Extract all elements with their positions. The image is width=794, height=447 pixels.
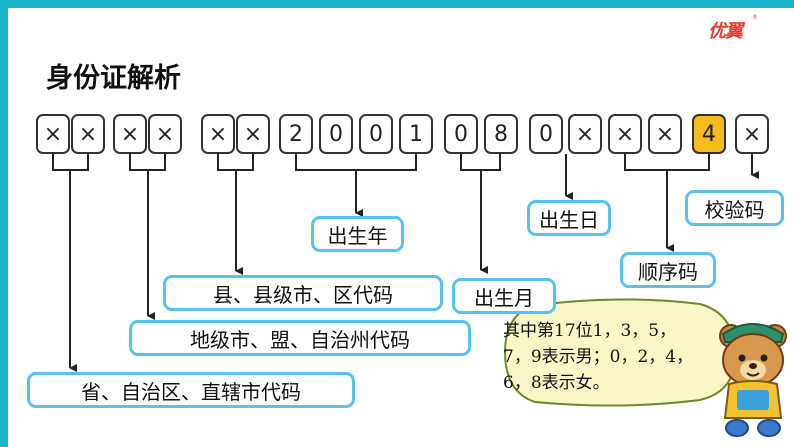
digit-box-5: × bbox=[201, 114, 235, 154]
left-theme-bar bbox=[0, 8, 8, 447]
label-city-code: 地级市、盟、自治州代码 bbox=[129, 320, 471, 356]
bear-mascot-icon bbox=[719, 323, 787, 437]
digit-box-2: × bbox=[71, 114, 105, 154]
year-bracket bbox=[295, 154, 417, 171]
brand-registered-mark: ® bbox=[752, 14, 758, 21]
province-bracket bbox=[52, 154, 89, 171]
sequence-bracket bbox=[624, 154, 710, 171]
digit-box-6: × bbox=[236, 114, 270, 154]
digit-box-12: 8 bbox=[484, 114, 518, 154]
digit-box-15: × bbox=[608, 114, 642, 154]
note-line-3: 6，8表示女。 bbox=[503, 373, 610, 393]
city-bracket bbox=[129, 154, 166, 171]
brand-logo: 优翼 bbox=[708, 21, 743, 42]
label-province-code: 省、自治区、直辖市代码 bbox=[27, 372, 355, 408]
label-sequence-code: 顺序码 bbox=[620, 252, 716, 288]
digit-box-11: 0 bbox=[444, 114, 478, 154]
digit-box-4: × bbox=[148, 114, 182, 154]
digit-box-1: × bbox=[36, 114, 70, 154]
label-birth-day: 出生日 bbox=[527, 200, 611, 236]
digit-box-10: 1 bbox=[399, 114, 433, 154]
label-check-code: 校验码 bbox=[685, 190, 784, 226]
top-theme-bar bbox=[0, 0, 794, 8]
label-birth-year: 出生年 bbox=[311, 216, 404, 252]
digit-box-8: 0 bbox=[319, 114, 353, 154]
digit-box-16: × bbox=[648, 114, 682, 154]
digit-box-3: × bbox=[113, 114, 147, 154]
digit-box-17: 4 bbox=[692, 114, 726, 154]
digit-box-7: 2 bbox=[279, 114, 313, 154]
digit-box-9: 0 bbox=[359, 114, 393, 154]
digit-box-18: × bbox=[735, 114, 769, 154]
note-line-2: 7，9表示男；0，2，4， bbox=[503, 347, 694, 367]
note-text: 其中第17位1，3，5， 7，9表示男；0，2，4， 6，8表示女。 bbox=[503, 318, 738, 396]
digit-box-14: × bbox=[568, 114, 602, 154]
label-county-code: 县、县级市、区代码 bbox=[163, 275, 443, 311]
county-bracket bbox=[217, 154, 254, 171]
digit-box-13: 0 bbox=[529, 114, 563, 154]
page-title: 身份证解析 bbox=[46, 63, 181, 94]
note-line-1: 其中第17位1，3，5， bbox=[503, 321, 677, 341]
label-birth-month: 出生月 bbox=[452, 278, 556, 314]
month-bracket bbox=[460, 154, 501, 171]
